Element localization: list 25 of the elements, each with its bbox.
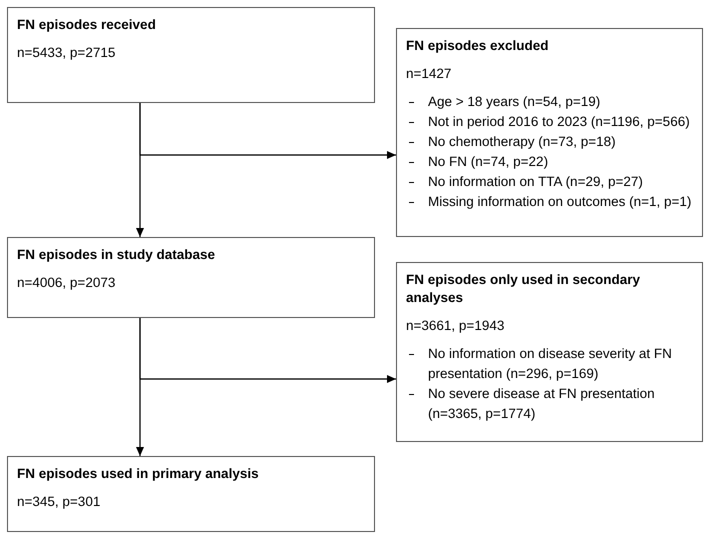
list-item: Age > 18 years (n=54, p=19) (428, 93, 600, 111)
list-item: No information on TTA (n=29, p=27) (428, 173, 643, 191)
process-box (396, 262, 703, 442)
process-box (7, 456, 375, 532)
box-heading: FN episodes in study database (17, 246, 216, 264)
list-item: Missing information on outcomes (n=1, p=1) (428, 193, 692, 211)
process-box (7, 7, 375, 103)
box-heading: FN episodes received (17, 16, 157, 34)
arrow (139, 103, 396, 159)
list-item: Not in period 2016 to 2023 (n=1196, p=566) (428, 113, 690, 131)
list-item: No severe disease at FN presentation (n=3365, p=1774) (428, 385, 656, 423)
count-text: n=4006, p=2073 (17, 274, 116, 292)
box-heading: FN episodes used in primary analysis (17, 465, 260, 483)
process-box (396, 28, 703, 237)
list-item: No FN (n=74, p=22) (428, 153, 548, 171)
arrow (139, 318, 396, 383)
count-text: n=345, p=301 (17, 493, 102, 511)
list-item: No information on disease severity at FN presentation (n=296, p=169) (428, 345, 673, 383)
box-heading: FN episodes only used in secondary analyses (406, 271, 642, 307)
count-text: n=5433, p=2715 (17, 44, 116, 62)
box-heading: FN episodes excluded (406, 37, 550, 55)
count-text: n=1427 (406, 65, 452, 83)
process-box (7, 237, 375, 318)
list-item: No chemotherapy (n=73, p=18) (428, 133, 616, 151)
count-text: n=3661, p=1943 (406, 317, 506, 335)
